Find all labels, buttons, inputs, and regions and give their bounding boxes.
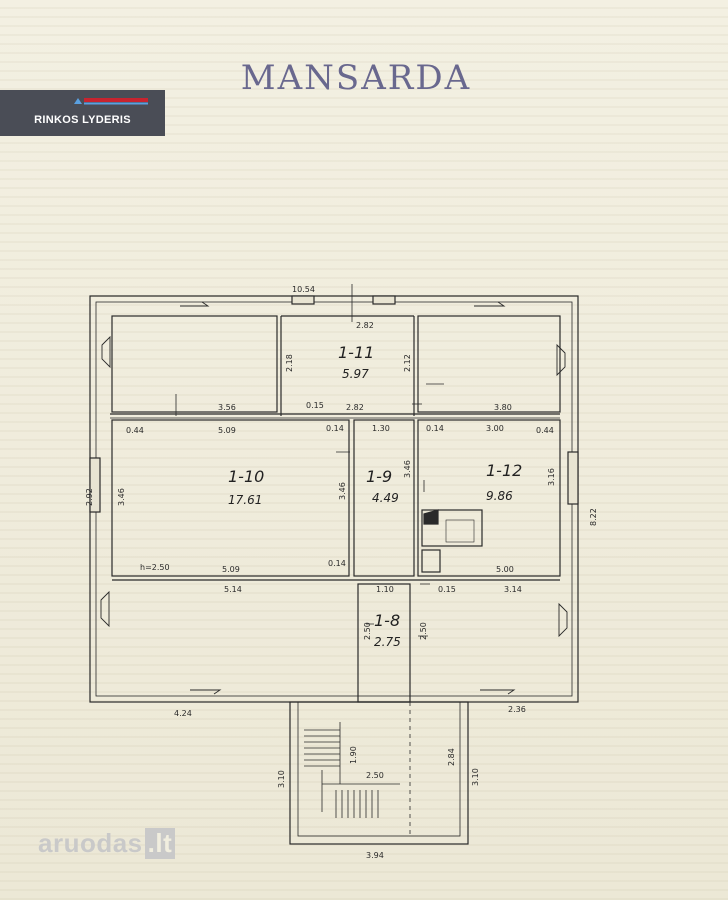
window xyxy=(89,457,101,513)
dim-c1: 5.14 xyxy=(224,585,242,594)
dim-bot-left: 4.24 xyxy=(174,709,192,718)
dim-outer-left: 2.92 xyxy=(85,488,94,506)
dim-c-h: 3.46 xyxy=(338,482,347,500)
dim-r-h: 3.16 xyxy=(547,468,556,486)
room-1-8-id: 1-8 xyxy=(374,611,400,630)
dim-d1: 2.50 xyxy=(363,622,372,640)
dim-outer-right: 8.22 xyxy=(589,508,598,526)
stair-annex-inner xyxy=(297,701,461,837)
room-1-9-id: 1-9 xyxy=(366,467,392,486)
window xyxy=(372,295,396,305)
dim-top-right-h: 2.12 xyxy=(403,354,412,372)
dim-a5: 0.14 xyxy=(426,424,444,433)
room-1-12-area: 9.86 xyxy=(486,489,513,503)
dim-st5: 3.10 xyxy=(471,768,480,786)
dim-st1: 1.90 xyxy=(349,746,358,764)
dim-c-h2: 3.46 xyxy=(403,460,412,478)
stove-detail xyxy=(423,509,439,525)
dim-a6: 3.00 xyxy=(486,424,504,433)
brand-badge: RINKOS LYDERIS xyxy=(0,90,165,136)
brand-logo-icon xyxy=(74,98,148,105)
room-1-11-area: 5.97 xyxy=(342,367,369,381)
dim-a1: 0.44 xyxy=(126,426,144,435)
dim-st4: 3.10 xyxy=(277,770,286,788)
stair-steps xyxy=(304,722,400,818)
room-1-11-id: 1-11 xyxy=(338,343,374,362)
roof-window-symbol xyxy=(100,335,568,638)
room-1-8-area: 2.75 xyxy=(374,635,401,649)
dim-st6: 3.94 xyxy=(366,851,384,860)
dim-a3: 0.14 xyxy=(326,424,344,433)
room-1-12-outline xyxy=(417,419,561,577)
arrow-symbol xyxy=(180,301,516,695)
room-1-12-id: 1-12 xyxy=(486,461,522,480)
room-1-10-area: 17.61 xyxy=(228,493,262,507)
dimension-ticks xyxy=(175,383,444,637)
dim-c3: 0.15 xyxy=(438,585,456,594)
dim-c4: 3.14 xyxy=(504,585,522,594)
room-1-10-id: 1-10 xyxy=(228,467,264,486)
dim-mid-len: 2.82 xyxy=(346,403,364,412)
dim-height-label: h=2.50 xyxy=(140,563,170,572)
dim-a7: 0.44 xyxy=(536,426,554,435)
dim-a2: 5.09 xyxy=(218,426,236,435)
dim-b1: 5.09 xyxy=(222,565,240,574)
room-outline xyxy=(111,315,278,413)
watermark: aruodas.lt xyxy=(38,828,176,859)
stove-detail xyxy=(445,519,475,543)
room-1-9-area: 4.49 xyxy=(372,491,399,505)
dim-st3: 2.84 xyxy=(447,748,456,766)
dim-left-h: 3.46 xyxy=(117,488,126,506)
dim-b2: 0.14 xyxy=(328,559,346,568)
dim-top-total: 10.54 xyxy=(292,285,315,294)
room-1-9-outline xyxy=(353,419,415,577)
room-outline xyxy=(417,315,561,413)
stove-block xyxy=(421,509,483,547)
watermark-suffix: .lt xyxy=(144,828,176,859)
dim-left-len: 3.56 xyxy=(218,403,236,412)
dim-a4: 1.30 xyxy=(372,424,390,433)
dim-gap1: 0.15 xyxy=(306,401,324,410)
dim-top-left-h: 2.18 xyxy=(285,354,294,372)
watermark-text: aruodas xyxy=(38,828,143,858)
room-1-10-outline xyxy=(111,419,350,577)
stove-detail xyxy=(421,549,441,573)
window xyxy=(567,451,579,505)
badge-text: RINKOS LYDERIS xyxy=(34,114,131,126)
dim-right-len: 3.80 xyxy=(494,403,512,412)
dim-d2: 2.50 xyxy=(419,622,428,640)
dim-st2: 2.50 xyxy=(366,771,384,780)
plan-title: MANSARDA xyxy=(240,58,472,98)
dim-top-room: 2.82 xyxy=(356,321,374,330)
dim-bot-right: 2.36 xyxy=(508,705,526,714)
window xyxy=(291,295,315,305)
dim-c2: 1.10 xyxy=(376,585,394,594)
dim-b3: 5.00 xyxy=(496,565,514,574)
